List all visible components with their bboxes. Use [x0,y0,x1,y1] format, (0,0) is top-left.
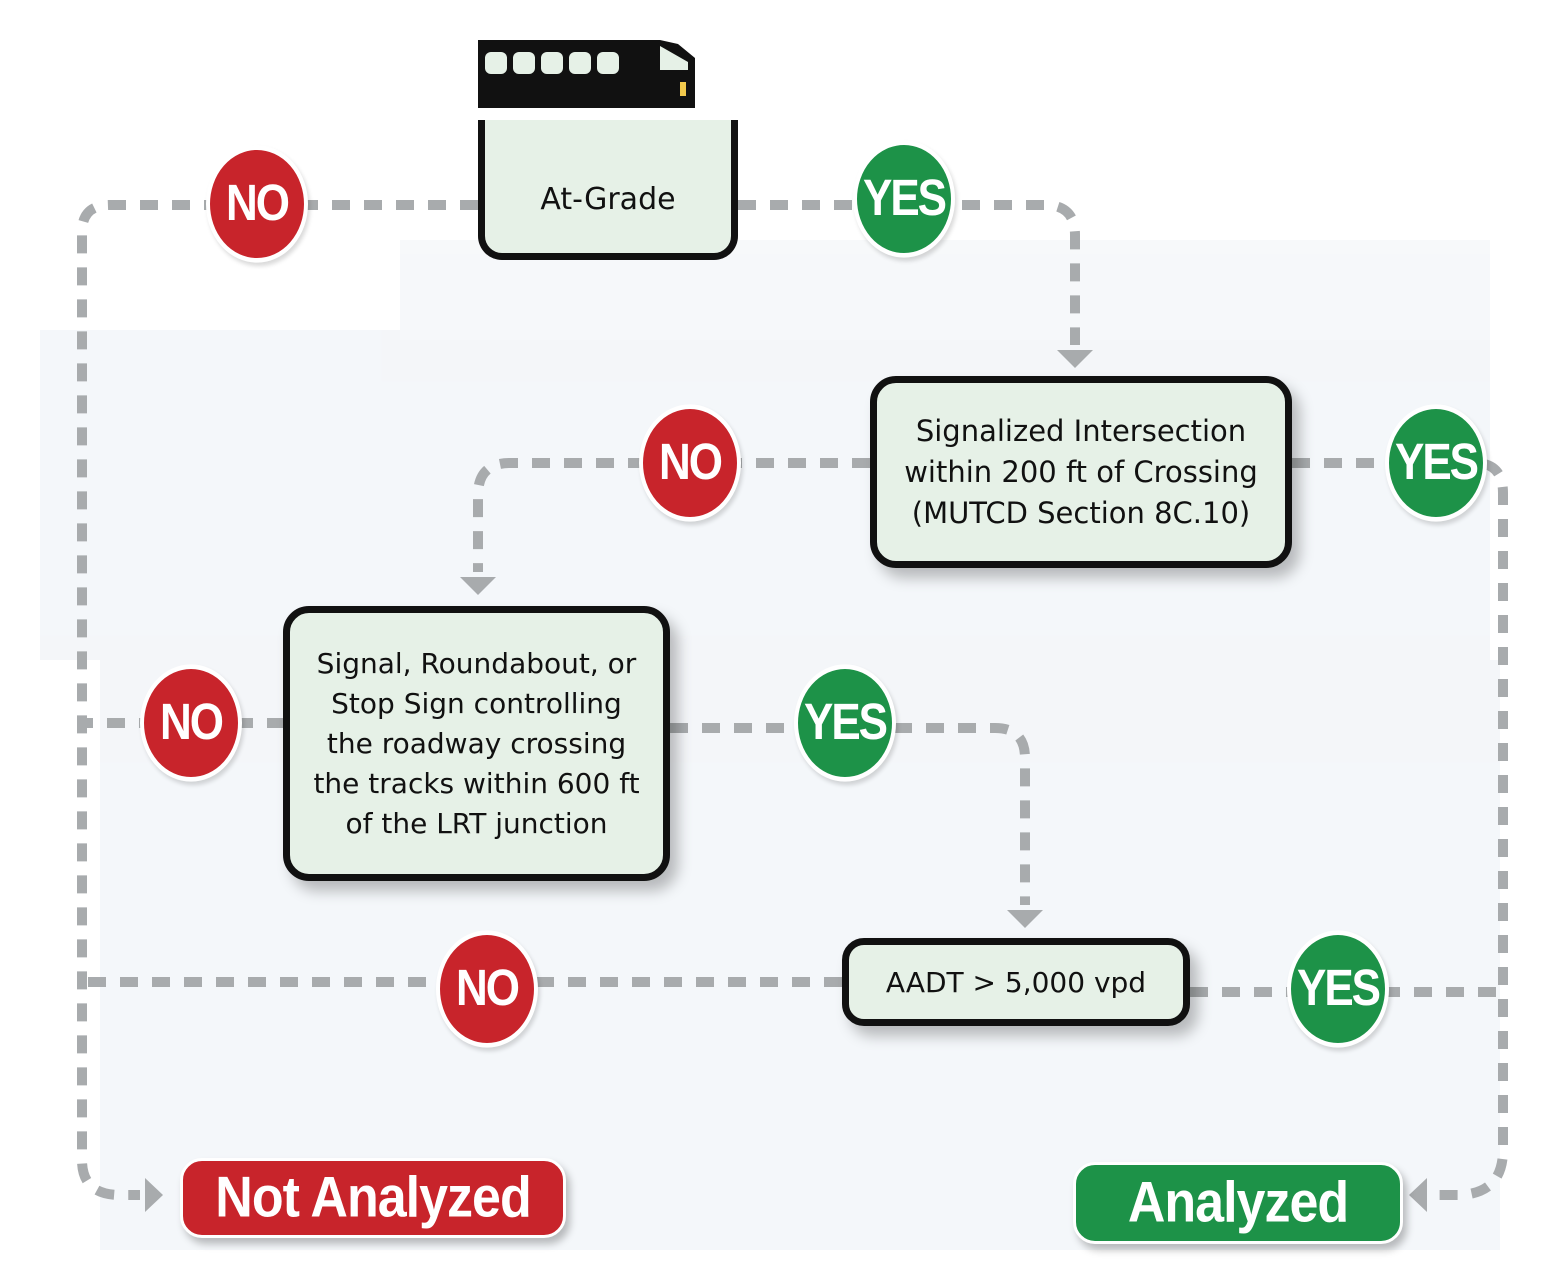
at-grade-box: At-Grade [478,120,738,260]
at-grade-label: At-Grade [540,182,676,217]
arrow-down-icon [1057,350,1093,368]
arrow-left-icon [1409,1178,1427,1212]
arrow-right-icon [145,1178,163,1212]
yes-badge-signal-roundabout: YES [794,664,896,782]
signal-roundabout-label: Signal, Roundabout, or Stop Sign control… [313,646,640,840]
aadt-label: AADT > 5,000 vpd [885,965,1147,999]
arrow-down-icon [1007,910,1043,928]
no-badge-signal-roundabout: NO [140,664,242,782]
analyzed-outcome: Analyzed [1073,1162,1403,1244]
connector-at-grade-yes [738,200,1080,345]
connector-signalized-yes [1292,458,1508,1200]
yes-badge-signalized: YES [1385,404,1487,522]
yes-badge-aadt: YES [1287,930,1389,1048]
no-badge-aadt: NO [436,930,538,1048]
arrow-down-icon [460,577,496,595]
connector-at-grade-no [77,200,478,1200]
signalized-intersection-box: Signalized Intersection within 200 ft of… [870,376,1292,568]
not-analyzed-outcome: Not Analyzed [180,1158,566,1238]
yes-badge-at-grade: YES [853,140,955,258]
aadt-box: AADT > 5,000 vpd [842,938,1190,1026]
no-badge-signalized: NO [639,404,741,522]
arrowheads [145,350,1427,1212]
signalized-intersection-label: Signalized Intersection within 200 ft of… [904,413,1258,530]
analyzed-label: Analyzed [1127,1171,1349,1235]
connector-signalized-no [473,458,870,572]
connector-signal-yes [670,723,1030,905]
no-badge-at-grade: NO [206,145,308,263]
not-analyzed-label: Not Analyzed [215,1166,531,1230]
connector-lines [77,200,1508,1200]
signal-roundabout-box: Signal, Roundabout, or Stop Sign control… [283,606,670,881]
